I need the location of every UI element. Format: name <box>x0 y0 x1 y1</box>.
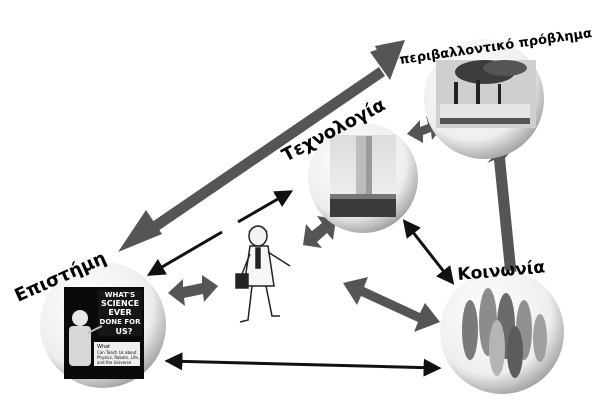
arrow-walker-society-fat <box>343 277 440 332</box>
crowd-person-icon-7 <box>507 326 523 378</box>
science-book-title-1: WHAT'S <box>105 291 135 299</box>
crowd-person-icon-5 <box>533 314 547 362</box>
smoke-cloud-2 <box>483 60 527 76</box>
arrow-science-environment-head-a <box>118 210 162 252</box>
science-book-title-3: EVER <box>108 308 131 317</box>
science-book-title-2: SCIENCE <box>101 299 139 308</box>
society-node <box>440 270 564 394</box>
science-book-title-5: US? <box>116 327 133 336</box>
scientist-leg-left <box>240 286 252 322</box>
briefcase-icon <box>236 274 248 288</box>
science-book-title-4: DONE FOR <box>100 318 142 326</box>
tower-shade <box>366 136 372 198</box>
arrow-walker-technology <box>238 192 290 222</box>
crowd-person-icon-1 <box>462 300 478 360</box>
technology-shore <box>330 194 396 199</box>
crowd-person-icon-6 <box>489 320 505 376</box>
chimney-icon-2 <box>476 80 480 104</box>
scientist-tie <box>256 248 260 268</box>
science-professor-body <box>69 326 91 366</box>
arrow-science-society <box>168 361 438 368</box>
arrow-technology-society <box>405 222 452 282</box>
walking-scientist-icon <box>236 226 290 322</box>
science-book-subtitle-4: and the Universe <box>97 360 132 365</box>
chimney-icon-3 <box>498 84 501 104</box>
factory-base <box>440 118 530 124</box>
technology-water <box>330 198 396 217</box>
chimney-icon-1 <box>454 82 458 104</box>
science-professor-head <box>72 310 88 326</box>
arrow-walker-science <box>150 232 222 274</box>
arrow-walker-science-fat <box>168 275 218 306</box>
scientist-leg-right <box>266 286 280 316</box>
